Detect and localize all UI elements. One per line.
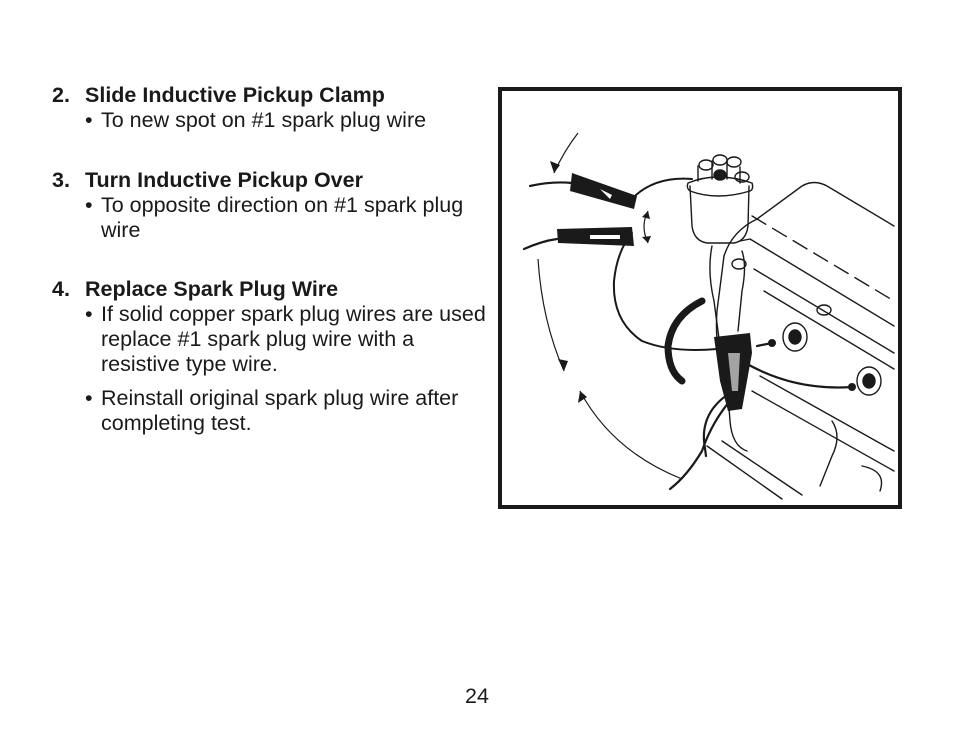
bullet-text: If solid copper spark plug wires are use… <box>101 302 486 376</box>
inductive-pickup-clamps <box>557 173 752 411</box>
wire-connector-dots <box>768 339 856 391</box>
engine-block <box>706 181 895 500</box>
step-bullet: • Reinstall original spark plug wire aft… <box>85 386 492 436</box>
rotation-arrows <box>537 132 683 480</box>
bullet-text: To opposite direction on #1 spark plug w… <box>101 193 464 242</box>
engine-illustration-svg <box>522 132 895 500</box>
step-number: 4. <box>52 277 70 301</box>
step-3: 3. Turn Inductive Pickup Over • To oppos… <box>52 167 492 243</box>
hose <box>664 297 706 385</box>
arrow-heads <box>550 161 651 403</box>
step-bullet: • If solid copper spark plug wires are u… <box>85 302 492 377</box>
step-title: Turn Inductive Pickup Over <box>85 168 363 192</box>
step-title: Slide Inductive Pickup Clamp <box>85 83 385 107</box>
bullet-dot: • <box>85 193 93 217</box>
step-title: Replace Spark Plug Wire <box>85 277 339 301</box>
step-number: 3. <box>52 168 70 192</box>
step-number: 2. <box>52 83 70 107</box>
bullet-dot: • <box>85 386 93 410</box>
bullet-text: Reinstall original spark plug wire after… <box>101 386 459 435</box>
step-bullet: • To opposite direction on #1 spark plug… <box>85 193 492 243</box>
instruction-steps: 2. Slide Inductive Pickup Clamp • To new… <box>52 82 492 436</box>
engine-illustration <box>498 87 902 509</box>
step-2: 2. Slide Inductive Pickup Clamp • To new… <box>52 82 492 133</box>
spark-plugs <box>782 322 882 396</box>
step-bullet: • To new spot on #1 spark plug wire <box>85 108 492 133</box>
spark-plug-wires <box>522 177 854 491</box>
bullet-dot: • <box>85 108 93 132</box>
bullet-dot: • <box>85 302 93 326</box>
step-4: 4. Replace Spark Plug Wire • If solid co… <box>52 276 492 436</box>
distributor-cap <box>686 154 754 244</box>
page-number: 24 <box>465 684 489 708</box>
bullet-text: To new spot on #1 spark plug wire <box>101 108 427 132</box>
